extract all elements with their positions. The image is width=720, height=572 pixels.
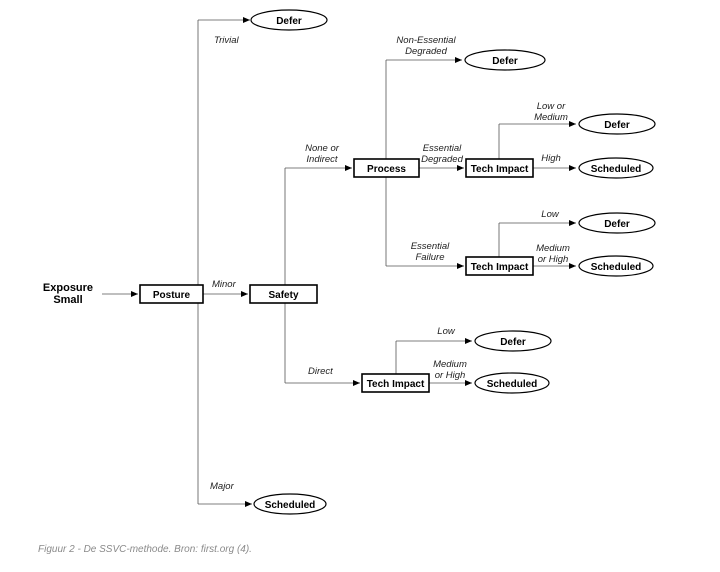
outcome-label: Defer	[604, 120, 630, 131]
outcome-label: Scheduled	[591, 164, 642, 175]
edge-label-direct: Direct	[308, 366, 333, 377]
outcome-trivial-defer: Defer	[250, 9, 328, 31]
edge-label-essential: Essential	[423, 143, 462, 154]
outcome-label: Scheduled	[265, 500, 316, 511]
connector-lines	[102, 17, 576, 507]
outcome-degraded-high-scheduled: Scheduled	[578, 157, 654, 179]
node-label: Process	[367, 164, 406, 175]
decision-tech-impact-direct: Tech Impact	[361, 373, 430, 393]
outcome-direct-high-scheduled: Scheduled	[474, 372, 550, 394]
outcome-label: Defer	[492, 56, 518, 67]
node-label: Tech Impact	[367, 379, 425, 390]
edge-label-indirect: Indirect	[306, 154, 338, 165]
outcome-major-scheduled: Scheduled	[253, 493, 327, 515]
root-line1: Exposure	[43, 282, 93, 294]
root-line2: Small	[53, 294, 82, 306]
edge-label-essential-2: Essential	[411, 241, 450, 252]
edge-label-essential-failure: Failure	[415, 252, 444, 263]
outcome-label: Defer	[276, 16, 302, 27]
edge-label-none-or: None or	[305, 143, 340, 154]
outcome-label: Scheduled	[591, 262, 642, 273]
outcome-non-essential-defer: Defer	[464, 49, 546, 71]
edge-label-failure-low: Low	[541, 209, 560, 220]
edge-label-medium: Medium	[534, 112, 568, 123]
edge-label-major: Major	[210, 481, 235, 492]
edge-label-direct-medium: Medium	[433, 359, 467, 370]
figure-caption: Figuur 2 - De SSVC-methode. Bron: first.…	[38, 544, 252, 555]
outcome-degraded-low-defer: Defer	[578, 113, 656, 135]
node-label: Tech Impact	[471, 164, 529, 175]
edge-label-failure-or-high: or High	[538, 254, 569, 265]
edge-label-high: High	[541, 153, 561, 164]
outcome-label: Defer	[500, 337, 526, 348]
edge-label-essential-degraded: Degraded	[421, 154, 463, 165]
edge-label-minor: Minor	[212, 279, 237, 290]
outcome-label: Defer	[604, 219, 630, 230]
node-label: Posture	[153, 290, 191, 301]
edge-label-failure-medium: Medium	[536, 243, 570, 254]
edge-label-non-essential: Non-Essential	[396, 35, 456, 46]
edge-label-non-essential-degraded: Degraded	[405, 46, 447, 57]
outcome-failure-low-defer: Defer	[578, 212, 656, 234]
decision-posture: Posture	[139, 284, 204, 304]
outcome-label: Scheduled	[487, 379, 538, 390]
decision-tech-impact-failure: Tech Impact	[465, 256, 534, 276]
decision-tech-impact-degraded: Tech Impact	[465, 158, 534, 178]
decision-safety: Safety	[249, 284, 318, 304]
outcome-direct-low-defer: Defer	[474, 330, 552, 352]
edge-label-direct-low: Low	[437, 326, 456, 337]
exposure-small-root: Exposure Small	[43, 282, 93, 306]
outcome-failure-high-scheduled: Scheduled	[578, 255, 654, 277]
decision-process: Process	[353, 158, 420, 178]
edge-label-direct-or-high: or High	[435, 370, 466, 381]
node-label: Safety	[268, 290, 298, 301]
edge-label-trivial: Trivial	[214, 35, 240, 46]
edge-label-low-or: Low or	[537, 101, 566, 112]
node-label: Tech Impact	[471, 262, 529, 273]
